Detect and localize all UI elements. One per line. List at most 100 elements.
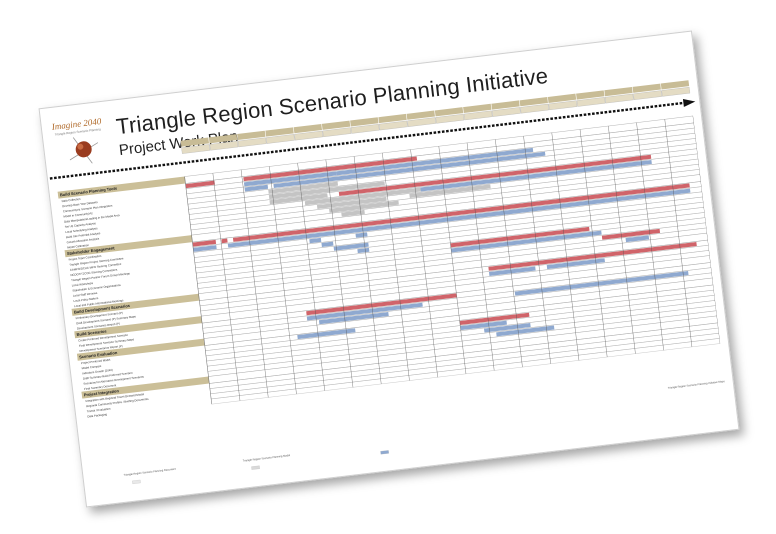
gantt-bar-blue <box>321 241 334 247</box>
section-header-label: Build Scenario Planning Tools <box>60 186 118 198</box>
month-divider <box>240 169 269 398</box>
gantt-bar-red <box>221 238 228 244</box>
week-header-cell <box>322 127 352 138</box>
week-header-cell <box>209 140 239 151</box>
gantt-bar-gray <box>316 196 387 210</box>
task-label: Communityviz Scenario Plan Integration <box>63 203 113 213</box>
month-header-cell <box>237 130 266 140</box>
month-divider <box>353 156 382 384</box>
task-label: Data Packaging <box>87 412 108 418</box>
task-label: Preliminary Development Scenario (P) <box>75 311 123 321</box>
gantt-bar-blue <box>297 328 356 340</box>
week-header-cell <box>237 137 267 148</box>
gantt-bar-blue <box>496 325 555 337</box>
legend-swatch <box>132 479 141 484</box>
month-divider <box>269 166 297 395</box>
task-label: Development Scenarios Report (P) <box>79 344 123 353</box>
gantt-bar-blue <box>336 147 534 176</box>
month-header-cell <box>180 137 210 147</box>
imagine-2040-logo: Imagine 2040 Triangle Region Scenario Pl… <box>51 115 115 174</box>
section-header-bg <box>57 176 186 199</box>
month-divider <box>523 136 551 364</box>
week-header-cell <box>294 130 323 141</box>
gantt-bar-red <box>459 312 530 325</box>
task-label: Model in CommunityViz <box>63 211 93 219</box>
task-label: Data Manipulation/Loading in the Model A… <box>64 213 120 224</box>
task-label: Development Scenarios Report (P) <box>77 321 121 330</box>
month-header-cell <box>576 90 605 100</box>
month-header-cell <box>350 117 379 127</box>
gantt-bar-blue <box>546 258 605 270</box>
section-header-bg <box>81 376 210 399</box>
month-divider <box>495 139 523 368</box>
gantt-bar-gray <box>341 209 365 217</box>
task-label: Local Staff Reviews <box>73 291 98 298</box>
month-header-cell <box>547 93 577 103</box>
gantt-bar-blue <box>243 171 337 187</box>
week-header-cell <box>435 113 465 124</box>
gantt-bar-blue <box>333 242 369 251</box>
task-label: Model Compare <box>81 364 102 370</box>
week-header-cell <box>181 144 211 154</box>
gantt-bar-blue <box>306 302 423 321</box>
task-label: Scenarios for Alternative Development Sc… <box>83 375 144 386</box>
week-header-cell <box>661 86 691 97</box>
task-label: Stakeholder & Economic Organizations <box>72 283 121 293</box>
gantt-bar-blue <box>318 311 389 325</box>
month-divider <box>466 142 495 371</box>
month-header-cell <box>632 83 661 93</box>
gantt-bar-blue <box>483 323 531 333</box>
task-label: Create Preferred Development Scenario <box>78 333 128 343</box>
month-divider <box>410 149 438 378</box>
section-header-bg <box>64 235 193 258</box>
task-label: Local Workshops <box>71 281 93 288</box>
task-label: Local Scheduling Analysis <box>65 226 98 234</box>
month-header-cell <box>434 107 464 117</box>
task-label: Model Calibration <box>67 243 90 250</box>
gantt-bar-red <box>192 239 217 247</box>
task-label: Draft Summary Build Preferred Scenario <box>83 371 134 381</box>
task-label: Set Up Capacity Analysis <box>64 221 96 229</box>
task-label: Final Development Scenario Summary Maps <box>79 337 135 348</box>
gantt-bar-blue <box>625 235 650 243</box>
week-header-cell <box>379 120 408 131</box>
week-header-cell <box>633 90 662 100</box>
week-header-cell <box>492 107 521 117</box>
month-header-cell <box>208 134 238 144</box>
month-divider <box>608 126 636 354</box>
task-label: Develop Base Year Datasets <box>62 200 98 208</box>
section-header-label: Project Integration <box>83 388 119 397</box>
gantt-bar-red <box>243 156 418 182</box>
section-header-bg <box>74 316 203 339</box>
task-label: Local Policy Makers <box>73 296 99 303</box>
task-label: Data Collection <box>61 197 81 203</box>
week-header-cell <box>576 97 606 107</box>
section-header-label: Stakeholder Engagement <box>67 245 116 256</box>
gantt-bar-blue <box>514 271 689 296</box>
task-label: Project Preferred Model <box>81 358 111 366</box>
week-header-cell <box>463 110 493 121</box>
gantt-bar-blue <box>193 245 217 252</box>
month-header-cell <box>660 80 690 90</box>
task-label: Indicators Growth (2040) <box>82 368 113 376</box>
work-plan-sheet: Imagine 2040 Triangle Region Scenario Pl… <box>38 30 740 508</box>
month-divider <box>692 115 721 344</box>
month-header-cell <box>491 100 520 110</box>
month-header-cell <box>463 103 492 114</box>
gantt-bar-blue <box>244 184 269 192</box>
gantt-bar-blue <box>355 232 368 238</box>
task-label: Triangle Region Partner Forum Group Meet… <box>71 271 131 282</box>
task-label: Final Summary Document <box>84 383 117 391</box>
gantt-bar-gray <box>409 184 491 199</box>
month-header-cell <box>321 120 351 130</box>
logo-sphere-icon <box>69 137 99 164</box>
week-header-cell <box>407 117 436 127</box>
gantt-bar-blue <box>420 159 652 192</box>
gantt-bar-blue <box>273 151 546 189</box>
gantt-bar-gray <box>268 181 385 200</box>
section-header-bg <box>71 293 200 316</box>
section-header-label: Scenario Evaluation <box>79 350 118 360</box>
month-divider <box>438 146 467 374</box>
gantt-bar-gray <box>268 181 339 194</box>
